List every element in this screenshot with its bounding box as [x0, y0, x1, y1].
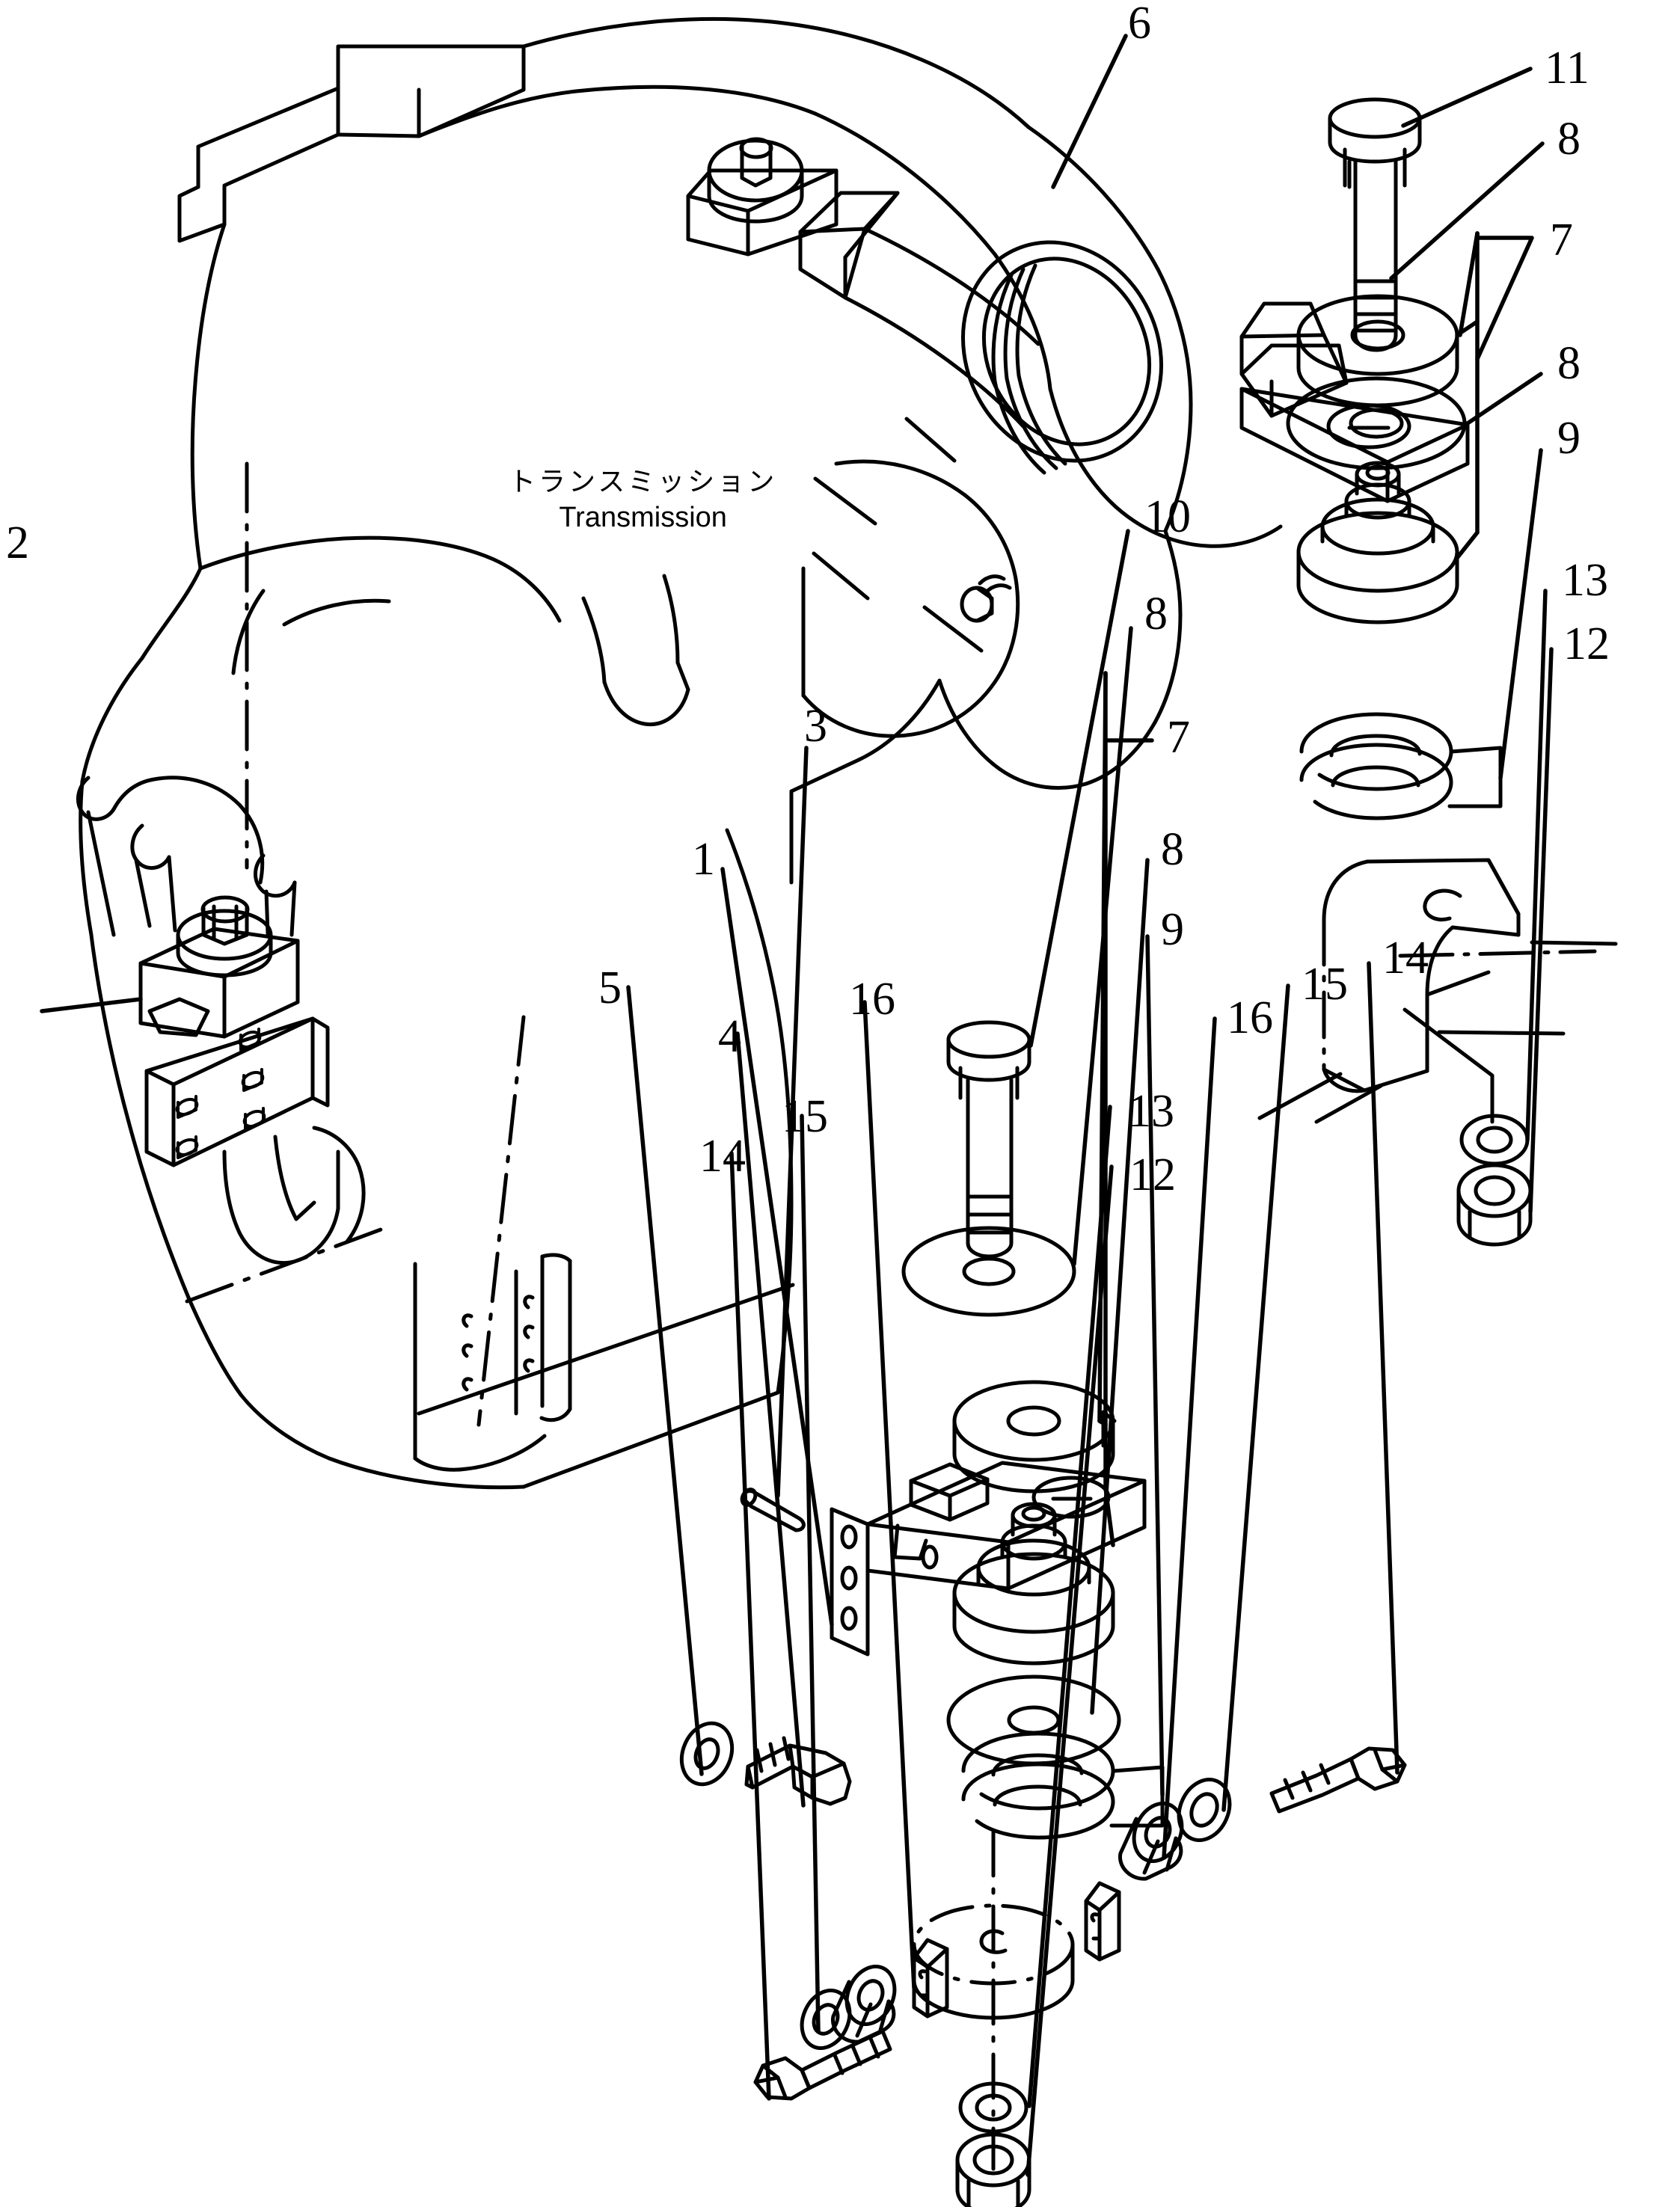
lock-washer-9a	[1299, 712, 1503, 820]
washer-13-bottom	[958, 2081, 1028, 2134]
bolt-14-right	[1269, 1746, 1407, 1814]
callout-number-3: 3	[804, 701, 827, 752]
transmission-label: トランスミッション Transmission	[509, 460, 777, 534]
callout-number-13: 13	[1562, 555, 1608, 606]
nut-16-left	[830, 1964, 897, 2044]
leader-lines	[40, 34, 1554, 2177]
rubber-mount-lower-cone-2	[952, 1502, 1115, 1666]
spacer-block-16-left	[912, 1938, 949, 2019]
callout-number-12: 12	[1129, 1149, 1176, 1200]
callout-number-8: 8	[1161, 824, 1184, 875]
callout-number-15: 15	[1302, 959, 1348, 1010]
spacer-block-16-right	[1084, 1881, 1121, 1962]
callout-number-8: 8	[1144, 589, 1168, 639]
dowel-pin-3	[740, 1488, 806, 1532]
callout-number-16: 16	[1227, 992, 1273, 1043]
bolt-11	[1328, 97, 1422, 352]
callout-number-1: 1	[692, 834, 715, 885]
transmission-label-japanese: トランスミッション	[509, 467, 778, 497]
callout-number-14: 14	[699, 1131, 746, 1182]
washer-15-right	[1177, 1777, 1232, 1843]
callout-number-14: 14	[1382, 933, 1429, 983]
callout-number-15: 15	[782, 1091, 828, 1142]
callout-number-8: 8	[1557, 114, 1581, 165]
callout-number-12: 12	[1563, 618, 1610, 669]
callout-number-7: 7	[1550, 215, 1573, 265]
washer-15-left	[800, 1988, 852, 2051]
callout-number-7: 7	[1167, 712, 1190, 763]
top-clamp-bolt-assembly	[686, 137, 1040, 429]
callout-number-11: 11	[1545, 43, 1589, 93]
callout-number-13: 13	[1128, 1086, 1174, 1137]
callout-number-9: 9	[1161, 904, 1184, 955]
bolt-10	[946, 1020, 1031, 1259]
transmission-body	[79, 16, 1283, 1490]
washer-8c	[901, 1226, 1076, 1317]
washer-13-right	[1459, 1114, 1530, 1166]
callout-number-4: 4	[718, 1011, 741, 1062]
valve-assembly-2	[76, 776, 366, 1265]
upper-mount-bracket-plate	[1239, 301, 1470, 503]
callout-number-5: 5	[598, 963, 622, 1013]
callout-number-9: 9	[1557, 413, 1581, 464]
callout-number-6: 6	[1128, 0, 1151, 49]
washer-5	[679, 1721, 735, 1787]
nut-16-right	[1118, 1801, 1184, 1881]
sheet-metal-bracket	[1257, 858, 1618, 1124]
rubber-mount-lower-cone	[1296, 461, 1459, 624]
bolt-14-left	[753, 2029, 892, 2101]
transmission-label-english: Transmission	[559, 502, 727, 533]
nut-12-right	[1456, 1163, 1533, 1247]
callout-number-16: 16	[849, 974, 895, 1025]
callout-number-10: 10	[1144, 491, 1191, 542]
callout-number-8: 8	[1557, 338, 1581, 389]
callout-number-2: 2	[6, 518, 29, 568]
